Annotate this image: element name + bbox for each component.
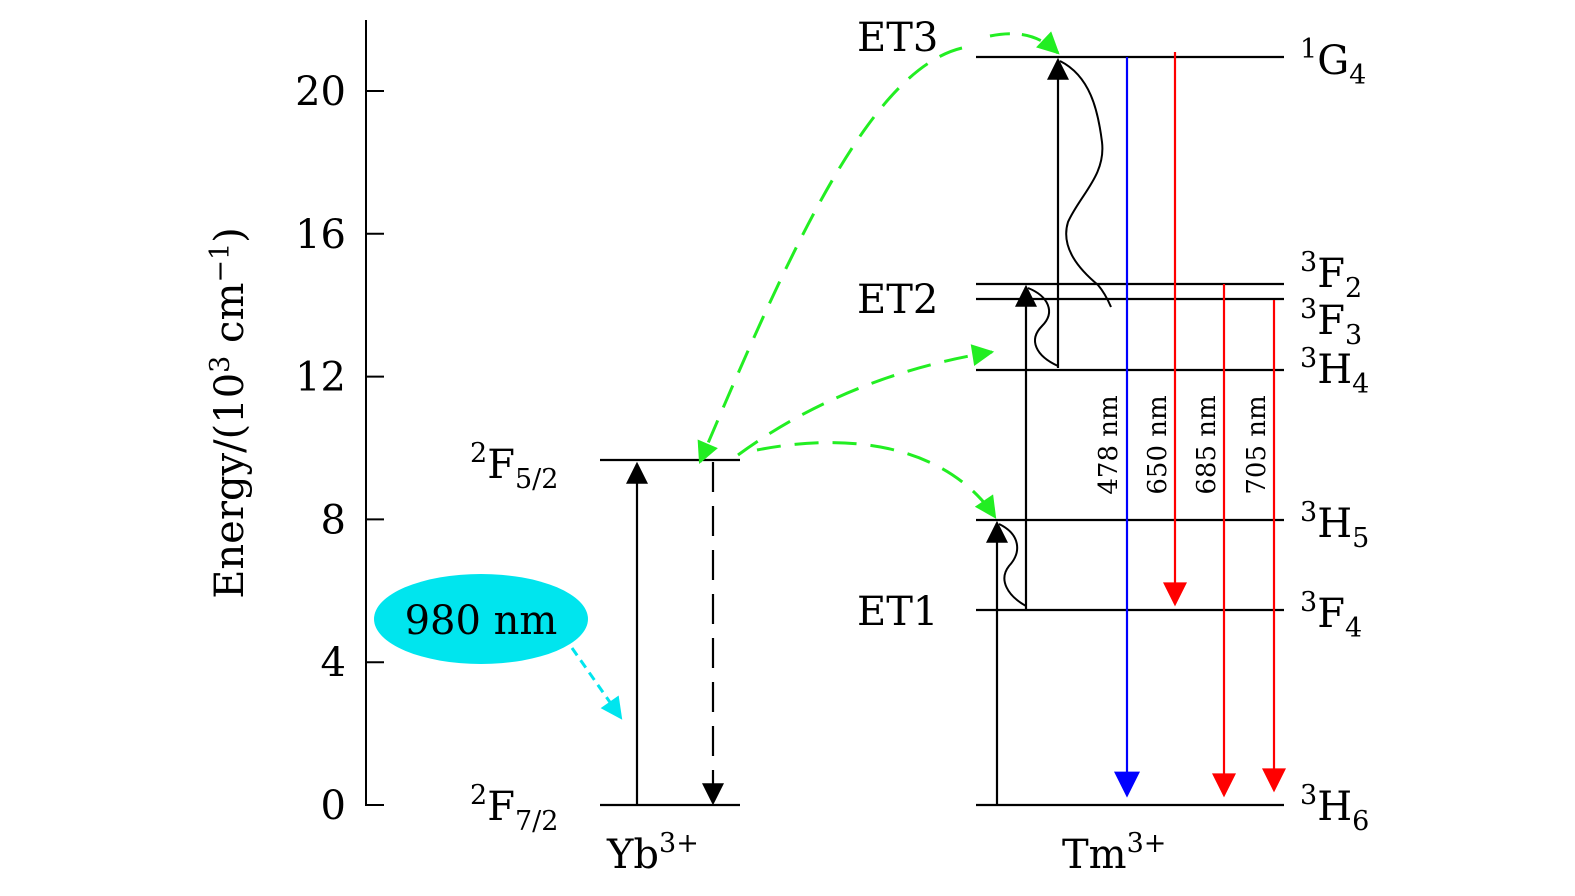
y-axis-title-main: Energy/(10: [207, 373, 253, 599]
y-tick-label-12: 12: [295, 355, 346, 401]
nonradiative-relaxation-h5-f4: [998, 523, 1027, 607]
energy-transfer-et2-curve: [737, 344, 995, 457]
yb-ion-label: Yb3+: [606, 828, 699, 878]
emission-685nm-label: 685 nm: [1192, 395, 1222, 494]
yb-label-2f72: 2F7/2: [470, 780, 558, 837]
energy-transfer-et1-curve: [756, 441, 997, 519]
y-axis-title-sup: 3: [205, 356, 236, 373]
y-axis-ticks: 0 4 8 12 16 20: [295, 69, 384, 829]
emission-705nm-label: 705 nm: [1242, 395, 1272, 494]
tm-label-1g4: 1G4: [1300, 34, 1366, 91]
y-axis-title: Energy/(103 cm−1): [205, 227, 253, 599]
pump-arrow: [570, 647, 623, 720]
tm-label-3h6: 3H6: [1300, 780, 1369, 837]
y-axis-title-close: ): [207, 227, 253, 243]
et1-label: ET1: [857, 589, 938, 635]
energy-transfer-et3-forward-curve: [989, 31, 1060, 55]
y-axis-title-unit: cm: [207, 283, 253, 356]
et3-label: ET3: [857, 15, 938, 61]
y-tick-label-8: 8: [321, 497, 346, 543]
y-tick-label-20: 20: [295, 69, 346, 115]
y-tick-label-16: 16: [295, 212, 346, 258]
nonradiative-relaxation-f2-h4: [1027, 287, 1059, 367]
energy-transfer-et3-back-curve: [697, 46, 963, 465]
tm-label-3f3: 3F3: [1300, 294, 1362, 351]
emission-650nm-label: 650 nm: [1143, 395, 1173, 494]
tm-ion-label: Tm3+: [1062, 828, 1166, 878]
pump-ellipse: [374, 574, 588, 664]
nonradiative-relaxation-g4-f3: [1059, 60, 1112, 308]
et2-label: ET2: [857, 277, 938, 323]
pump-label: 980 nm: [405, 598, 558, 644]
emission-478nm-label: 478 nm: [1094, 395, 1124, 494]
tm-label-3h4: 3H4: [1300, 343, 1369, 400]
tm-label-3f2: 3F2: [1300, 247, 1362, 304]
y-tick-label-0: 0: [321, 783, 346, 829]
y-tick-label-4: 4: [321, 640, 346, 686]
tm-label-3f4: 3F4: [1300, 587, 1362, 644]
y-axis-title-unit-sup: −1: [205, 243, 236, 283]
yb-label-2f52: 2F5/2: [470, 438, 558, 495]
tm-label-3h5: 3H5: [1300, 497, 1369, 554]
